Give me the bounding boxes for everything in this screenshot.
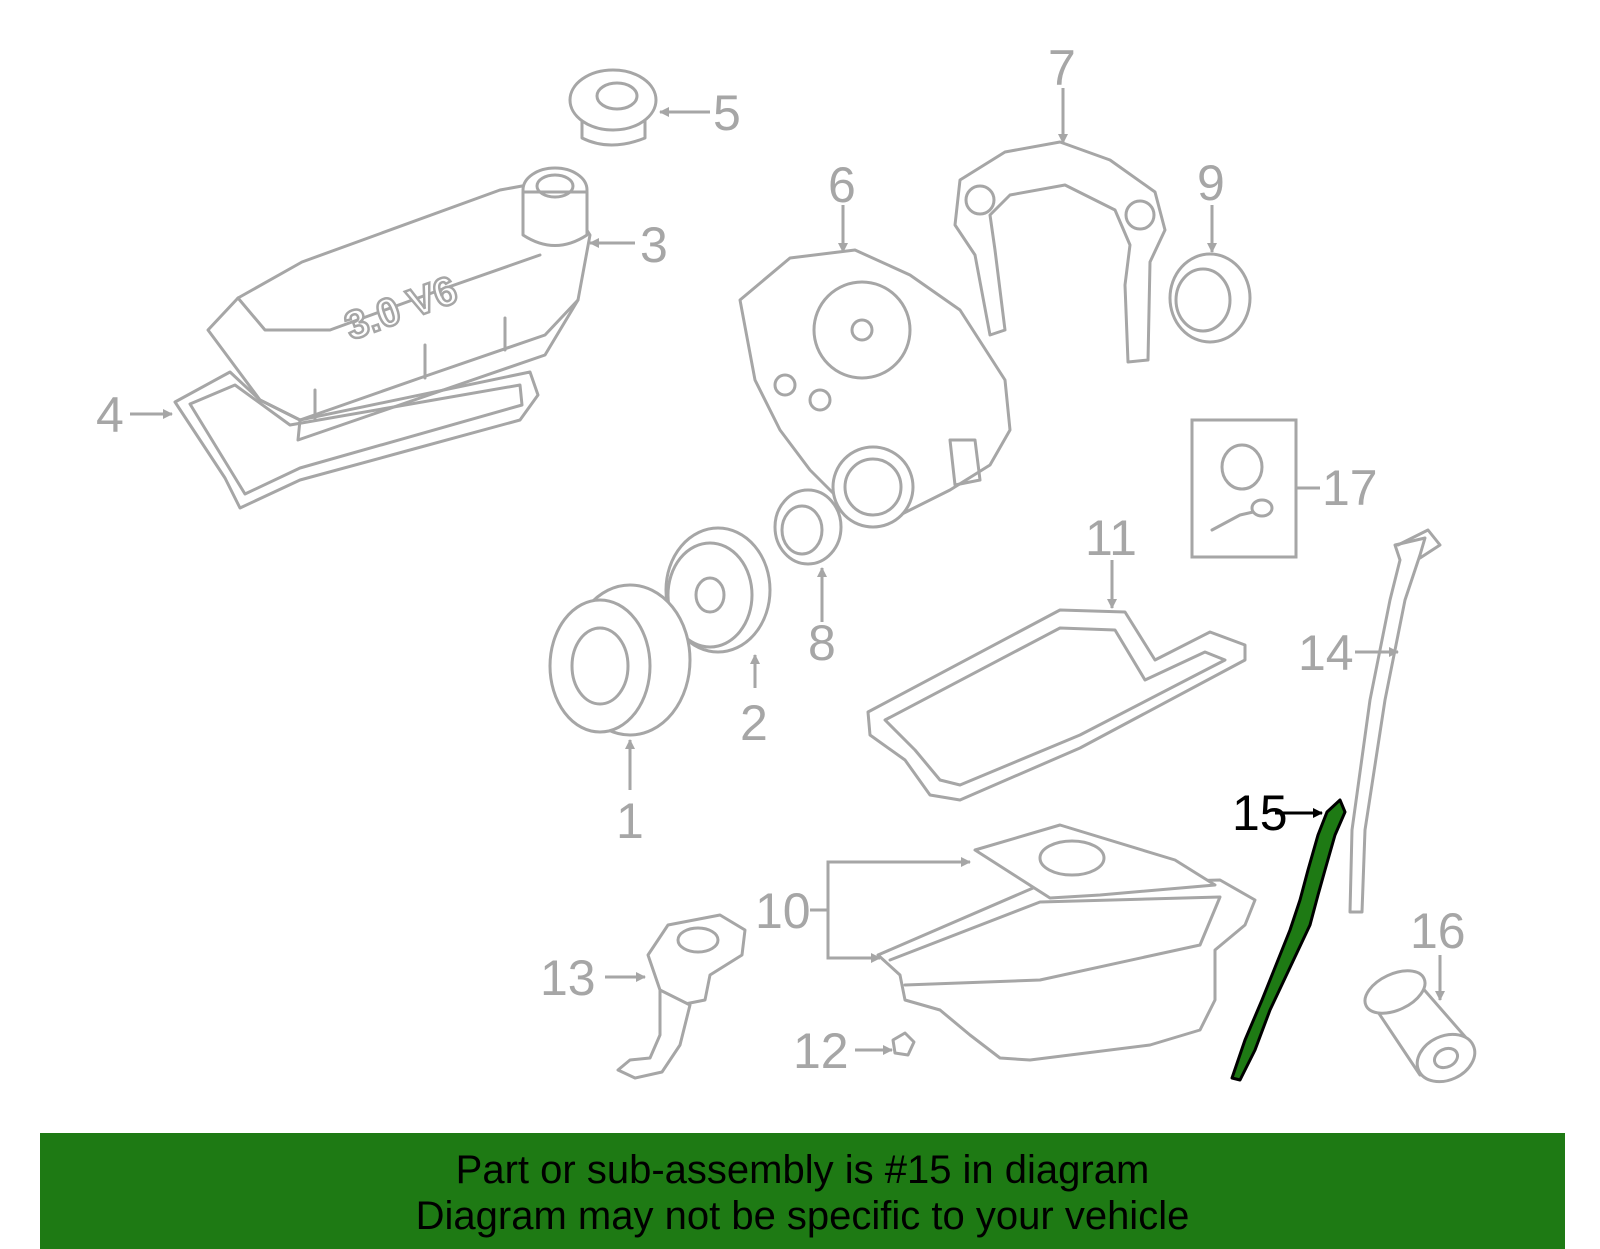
- callout-6: 6: [828, 157, 856, 213]
- part-10-oil-pan: [876, 823, 1257, 1062]
- callout-5: 5: [713, 85, 741, 141]
- callout-17: 17: [1322, 460, 1378, 516]
- callout-12: 12: [793, 1023, 849, 1079]
- callout-9: 9: [1197, 155, 1225, 211]
- info-banner: Part or sub-assembly is #15 in diagram D…: [40, 1133, 1565, 1249]
- callout-3: 3: [640, 217, 668, 273]
- part-6-timing-cover: [738, 248, 1012, 529]
- callout-10: 10: [755, 883, 811, 939]
- callout-15-highlighted: 15: [1232, 785, 1288, 841]
- part-2-damper: [664, 526, 772, 654]
- callout-13: 13: [540, 950, 596, 1006]
- part-9-front-crank-seal: [1168, 252, 1252, 344]
- callout-2: 2: [740, 695, 768, 751]
- callout-1: 1: [616, 793, 644, 849]
- callout-4: 4: [96, 387, 124, 443]
- part-8-seal: [773, 488, 843, 566]
- part-4-valve-cover-gasket: [173, 370, 540, 510]
- part-7-timing-cover-gasket: [953, 140, 1167, 364]
- part-3-valve-cover: 3.0 V6: [206, 166, 592, 442]
- callout-7: 7: [1048, 40, 1076, 96]
- banner-line-part-number: Part or sub-assembly is #15 in diagram: [455, 1148, 1150, 1192]
- part-14-dipstick-tube: [1348, 528, 1442, 914]
- part-5-oil-filler-cap: [568, 68, 658, 147]
- part-1-pulley: [548, 583, 692, 737]
- part-13-oil-pump: [616, 913, 747, 1080]
- leader-lines: [130, 88, 1445, 1055]
- callout-numbers: 7 5 6 9 3 4 17 11 8 14 2 1 15 10 16 13 1…: [96, 40, 1466, 1079]
- banner-line-disclaimer: Diagram may not be specific to your vehi…: [415, 1194, 1190, 1238]
- part-11-oil-pan-gasket: [866, 608, 1247, 802]
- part-16-oil-filter: [1363, 969, 1477, 1084]
- part-17-pcv-valve: [1190, 418, 1298, 559]
- part-12-drain-plug: [891, 1031, 916, 1057]
- part-15-dipstick-highlighted[interactable]: [1230, 798, 1347, 1082]
- callout-11: 11: [1085, 510, 1137, 566]
- callout-14: 14: [1298, 625, 1354, 681]
- callout-8: 8: [808, 615, 836, 671]
- callout-16: 16: [1410, 903, 1466, 959]
